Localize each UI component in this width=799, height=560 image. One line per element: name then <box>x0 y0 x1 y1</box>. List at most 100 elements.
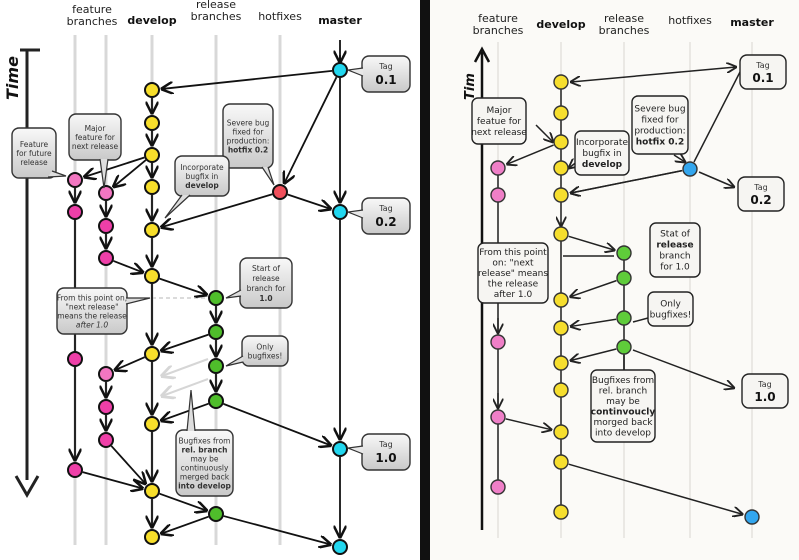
callout-text: From this point <box>479 248 547 258</box>
callout-box <box>68 113 122 161</box>
commit-node-develop <box>144 416 160 432</box>
commit-node-develop <box>144 346 160 362</box>
lane-header-hotfixes: hotfixes <box>668 14 712 27</box>
tag-tail <box>345 209 364 219</box>
lane-header-feature: branches <box>473 24 524 37</box>
commit-node-feature <box>98 250 114 266</box>
callout-text: Feature <box>20 140 49 149</box>
callout-tail <box>99 158 109 189</box>
time-arrow-down-icon <box>14 475 40 498</box>
callout-box <box>590 369 656 443</box>
tag-label: Tag <box>378 204 393 213</box>
commit-edge <box>162 69 333 89</box>
commit-node-hotfix <box>272 184 288 200</box>
commit-edge <box>223 515 331 544</box>
tag-version: 1.0 <box>754 390 775 404</box>
callout-box <box>647 291 694 327</box>
commit-node <box>553 292 569 308</box>
commit-node-master <box>332 539 348 555</box>
commit-edge <box>113 260 142 272</box>
commit-node-develop <box>144 179 160 195</box>
commit-node-develop <box>144 147 160 163</box>
commit-edge <box>568 463 743 514</box>
callout-text: Only <box>660 300 681 310</box>
commit-node-release <box>208 506 224 522</box>
callout-text: on: "next <box>492 259 534 269</box>
commit-node <box>553 134 569 150</box>
callout-text: Only <box>256 343 274 352</box>
tag-tail <box>345 67 364 77</box>
time-label: Tim <box>463 73 478 100</box>
callout-text: Stat of <box>660 230 691 240</box>
tag-tail <box>345 445 364 455</box>
callout-pointer <box>673 155 685 162</box>
callout-text: next release <box>72 142 119 151</box>
commit-edge <box>114 159 147 187</box>
commit-edge <box>85 156 145 176</box>
callout-box <box>477 242 549 304</box>
time-arrow-up-icon <box>473 46 491 63</box>
callout-text: feature for <box>75 133 116 142</box>
callout-pointer <box>632 317 649 323</box>
callout-text: develop <box>582 160 623 170</box>
commit-node-master <box>332 441 348 457</box>
lane-header-master: master <box>318 14 362 27</box>
callout-text: continuously <box>181 464 229 473</box>
callout-text: bugfixes! <box>650 311 692 321</box>
callout-text: release <box>656 241 693 251</box>
tag-box <box>741 373 789 409</box>
tag-version: 0.1 <box>752 71 773 85</box>
lane-header-release: release <box>196 0 236 11</box>
callout-text: morged back <box>593 418 653 428</box>
callout-box <box>574 130 630 176</box>
commit-edge <box>161 515 209 534</box>
callout-text: From this point on, <box>57 294 127 303</box>
callout-box <box>649 222 701 278</box>
lane-header-feature: branches <box>67 15 118 28</box>
commit-node-feature_light <box>98 185 114 201</box>
lane-header-hotfixes: hotfixes <box>258 10 302 23</box>
callout-text: for future <box>16 149 52 158</box>
commit-node <box>553 226 569 242</box>
tag-version: 0.2 <box>750 193 771 207</box>
tag-box <box>739 54 787 90</box>
time-label: Time <box>3 56 22 100</box>
release-to-tag10-edge <box>632 349 734 388</box>
callout-text: release" means <box>478 269 548 279</box>
callout-box <box>174 155 230 197</box>
tag-version: 0.1 <box>375 73 396 87</box>
callout-text: may be <box>190 455 218 464</box>
commit-edge <box>159 492 207 511</box>
callout-text: Severe bug <box>634 105 685 115</box>
callout-text: may be <box>606 397 640 407</box>
commit-node <box>553 382 569 398</box>
commit-node-feature_light <box>67 172 83 188</box>
callout-text: Start of <box>252 264 280 273</box>
callout-text: "next release" <box>65 303 118 312</box>
callout-text: into develop <box>178 482 231 491</box>
commit-edge <box>568 235 615 250</box>
callout-text: continvoucly <box>591 407 656 417</box>
commit-node-master <box>332 62 348 78</box>
commit-node-master <box>332 204 348 220</box>
tag-label: Tag <box>757 380 772 389</box>
tag-label: Tag <box>755 61 770 70</box>
tag-label: Tag <box>378 440 393 449</box>
commit-node-feature_light <box>98 366 114 382</box>
callout-text: into develop <box>595 428 651 438</box>
commit-node <box>490 479 506 495</box>
commit-edge <box>159 277 207 295</box>
commit-node <box>616 245 632 261</box>
callout-box <box>631 95 689 155</box>
tag-box <box>737 176 785 212</box>
callout-text: hotfix 0.2 <box>228 146 268 155</box>
callout-tail <box>225 289 242 299</box>
callout-tail <box>186 389 196 432</box>
